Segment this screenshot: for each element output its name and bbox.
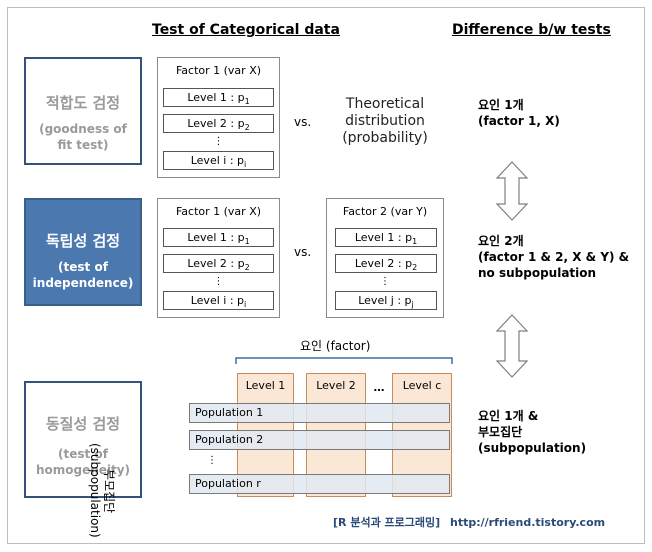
population-row-2: Population 2	[189, 430, 450, 450]
indep-factor1-level-row: Level 2 : p2	[163, 254, 274, 273]
test-name-ko: 독립성 검정	[45, 232, 121, 250]
double-arrow-icon	[495, 314, 529, 378]
footer-url[interactable]: http://rfriend.tistory.com	[450, 516, 606, 529]
vertical-ellipsis: ⋮	[213, 136, 224, 147]
indep-factor1-level-row: Level i : pi	[163, 291, 274, 310]
column-header-level-c: Level c	[402, 379, 442, 392]
gof-factor-box: Factor 1 (var X) Level 1 : p1 Level 2 : …	[157, 57, 280, 178]
test-box-independence: 독립성 검정 (test of independence)	[24, 198, 142, 306]
test-name-en-line2: fit test)	[57, 138, 109, 152]
column-header-level-2: Level 2	[316, 379, 356, 392]
indep-factor2-level-row: Level 1 : p1	[335, 228, 437, 247]
test-name-en-line2: independence)	[32, 276, 134, 290]
test-name-en-line2: homogeneity)	[35, 463, 131, 477]
column-header-level-1: Level 1	[245, 379, 286, 392]
footer-blog-name: [R 분석과 프로그래밍]	[333, 516, 441, 529]
gof-vs-label: vs.	[294, 115, 312, 129]
subpopulation-vertical-label: 부모집단 (subpopulation)	[88, 443, 116, 538]
vertical-ellipsis: ⋮	[380, 276, 390, 287]
indep-factor1-title: Factor 1 (var X)	[175, 205, 262, 218]
test-box-homogeneity: 동질성 검정 (test of homogeneity)	[24, 381, 142, 498]
header-test-of-categorical-data: Test of Categorical data	[152, 22, 340, 38]
footer-credit: [R 분석과 프로그래밍] http://rfriend.tistory.com	[333, 514, 605, 530]
homog-factor-label: 요인 (factor)	[300, 339, 371, 353]
indep-factor2-level-row: Level j : pj	[335, 291, 437, 310]
header-difference-between-tests: Difference b/w tests	[452, 22, 611, 38]
population-row-r: Population r	[189, 474, 450, 494]
column-header-ellipsis: …	[373, 381, 385, 394]
factor-brace	[235, 357, 453, 364]
test-name-en-line1: (goodness of	[39, 122, 127, 136]
test-box-goodness-of-fit: 적합도 검정 (goodness of fit test)	[24, 57, 142, 165]
vertical-ellipsis: ⋮	[207, 455, 217, 466]
diagram-frame	[7, 7, 645, 544]
gof-level-row: Level 2 : p2	[163, 114, 274, 133]
test-name-ko: 적합도 검정	[45, 94, 121, 112]
indep-factor1-level-row: Level 1 : p1	[163, 228, 274, 247]
double-arrow-icon	[495, 161, 529, 221]
gof-level-row: Level 1 : p1	[163, 88, 274, 107]
indep-factor2-box: Factor 2 (var Y) Level 1 : p1 Level 2 : …	[326, 198, 444, 318]
indep-factor2-level-row: Level 2 : p2	[335, 254, 437, 273]
test-name-en-line1: (test of	[58, 260, 108, 274]
gof-factor-title: Factor 1 (var X)	[175, 64, 262, 77]
population-row-1: Population 1	[189, 403, 450, 423]
indep-factor1-box: Factor 1 (var X) Level 1 : p1 Level 2 : …	[157, 198, 280, 318]
theoretical-distribution-text: Theoretical distribution (probability)	[342, 96, 428, 146]
difference-independence: 요인 2개 (factor 1 & 2, X & Y) & no subpopu…	[478, 234, 630, 280]
difference-gof: 요인 1개 (factor 1, X)	[478, 98, 560, 128]
indep-vs-label: vs.	[294, 245, 312, 259]
indep-factor2-title: Factor 2 (var Y)	[342, 205, 428, 218]
vertical-ellipsis: ⋮	[213, 276, 224, 287]
difference-homogeneity: 요인 1개 & 부모집단 (subpopulation)	[478, 409, 587, 455]
test-name-ko: 동질성 검정	[45, 415, 121, 433]
test-name-en-line1: (test of	[58, 447, 108, 461]
gof-level-row: Level i : pi	[163, 151, 274, 170]
